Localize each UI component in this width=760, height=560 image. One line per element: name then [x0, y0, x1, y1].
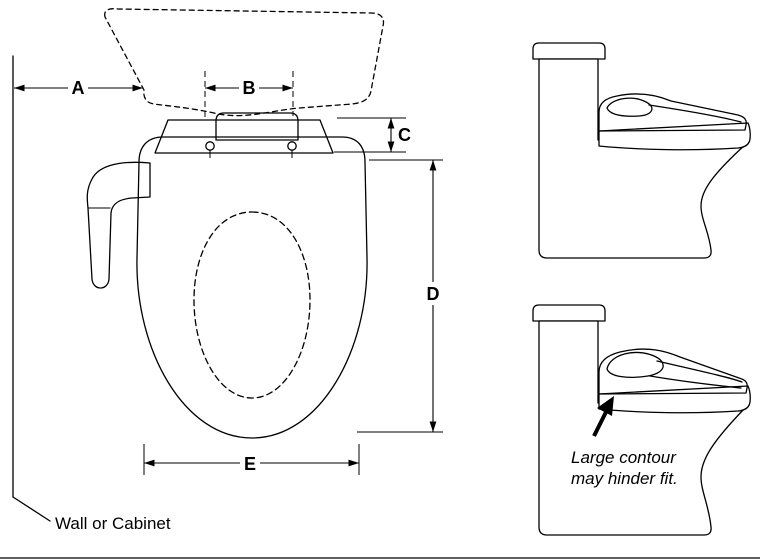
wall-label: Wall or Cabinet: [55, 514, 171, 533]
dim-a-label-gap: [68, 77, 88, 98]
seat-opening-dashed: [193, 211, 311, 399]
dim-d-label: D: [427, 284, 440, 304]
arrow-shaft: [592, 411, 608, 437]
toilet-body: [538, 58, 747, 259]
seat-contour-long-line-upper: [656, 360, 743, 383]
dimension-d: D: [357, 159, 444, 433]
dim-e-label: E: [244, 454, 256, 474]
dimension-e: E: [143, 444, 360, 475]
contour-annotation-arrow: [592, 396, 614, 437]
tank-lid: [532, 304, 606, 322]
wall-reference: Wall or Cabinet: [12, 55, 171, 533]
tank-lid: [532, 42, 606, 60]
seat-contour-long-line-lower: [649, 375, 742, 389]
dimension-b: B: [204, 71, 294, 119]
mounting-plate: [154, 119, 334, 154]
dimension-a: A: [14, 77, 143, 98]
seat-contour-line: [606, 97, 653, 117]
wall-leader-line: [12, 496, 51, 522]
seat-large-contour-line: [606, 351, 664, 378]
bidet-seat-profile: [598, 93, 747, 132]
lid-rear-tab: [215, 112, 299, 141]
dim-c-label: C: [398, 125, 411, 145]
dim-b-label: B: [243, 78, 256, 98]
dim-a-label: A: [72, 78, 85, 98]
annotation-line1: Large contour: [571, 448, 677, 467]
annotation-line2: may hinder fit.: [571, 469, 678, 488]
side-view-large-contour-seat: Large contour may hinder fit.: [532, 304, 751, 536]
tank-outline-dashed: [104, 8, 385, 117]
seat-contour-long-line: [648, 104, 742, 123]
dim-e-label-gap: [240, 452, 260, 473]
side-view-slim-seat: [532, 42, 751, 259]
arrow-head: [597, 396, 614, 416]
dimension-c: C: [334, 117, 411, 153]
seat-lid: [136, 136, 368, 439]
side-control-handle: [86, 161, 151, 289]
top-down-view: [86, 8, 385, 439]
bidet-seat-profile: [598, 348, 748, 395]
dim-d-label-gap: [422, 282, 444, 305]
dim-b-label-gap: [239, 77, 259, 98]
hinge-bolt-right: [287, 141, 297, 158]
hinge-bolt-left: [205, 141, 215, 158]
dimensions: A B C D: [14, 71, 444, 475]
toilet-body: [538, 320, 747, 536]
